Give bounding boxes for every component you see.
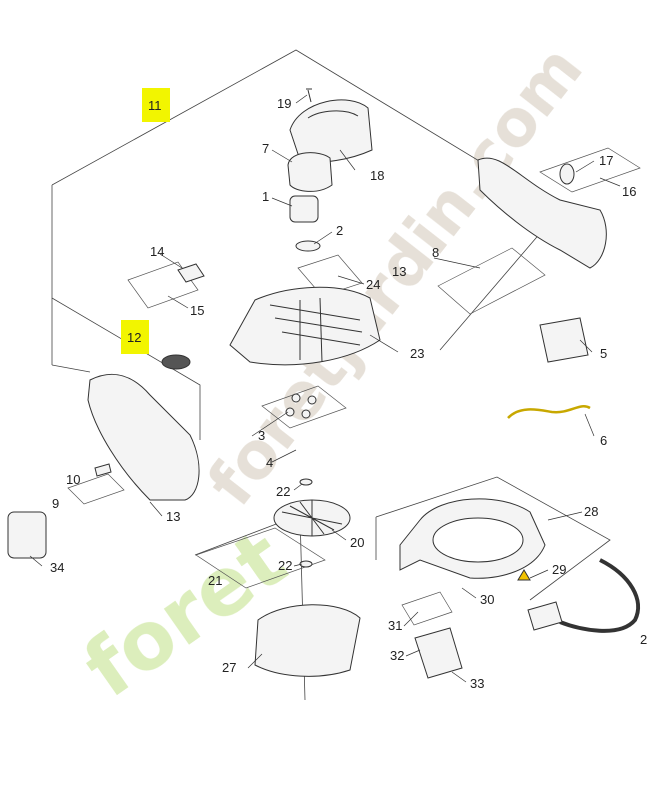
part-34-battery — [7, 511, 47, 559]
frame-11 — [51, 49, 561, 351]
callout-10: 10 — [66, 472, 80, 487]
callout-8: 8 — [432, 245, 439, 260]
part-3-dampers — [285, 393, 317, 419]
callout-6: 6 — [600, 433, 607, 448]
kit-frame-21 — [195, 527, 326, 589]
callout-29: 29 — [552, 562, 566, 577]
part-1-motor — [289, 195, 319, 223]
frame-28 — [375, 476, 611, 601]
callout-24: 24 — [366, 277, 380, 292]
part-19-screw — [306, 88, 312, 103]
callout-1: 1 — [262, 189, 269, 204]
callout-17: 17 — [599, 153, 613, 168]
part-12-badge — [161, 354, 191, 370]
kit-frame-3 — [261, 385, 347, 429]
part-6-cable — [507, 405, 591, 419]
part-16-handle-housing — [477, 157, 607, 269]
kit-frame-9-10 — [67, 473, 125, 505]
callout-23: 23 — [410, 346, 424, 361]
callout-18: 18 — [370, 168, 384, 183]
leader-lines — [29, 94, 621, 683]
callout-13a: 13 — [392, 264, 406, 279]
kit-frames — [67, 147, 641, 626]
kit-frame-8-13 — [437, 247, 546, 315]
callout-12: 12 — [127, 330, 141, 345]
part-22-washer-a — [299, 478, 313, 486]
callout-5: 5 — [600, 346, 607, 361]
callout-2: 2 — [336, 223, 343, 238]
callout-32: 32 — [390, 648, 404, 663]
part-2-ring — [295, 240, 321, 252]
callout-9: 9 — [52, 496, 59, 511]
callout-11: 11 — [148, 98, 162, 113]
frame-12 — [51, 297, 201, 440]
callout-2b: 2 — [640, 632, 647, 647]
kit-frame-16-17 — [539, 147, 641, 193]
part-10-latch — [94, 463, 112, 477]
part-23-housing-grid — [269, 297, 363, 363]
callout-19: 19 — [277, 96, 291, 111]
part-20-fan-blades — [281, 500, 343, 536]
callout-22a: 22 — [276, 484, 290, 499]
part-27-band — [254, 604, 361, 677]
callout-13b: 13 — [166, 509, 180, 524]
part-32-bracket — [414, 627, 463, 679]
callout-21: 21 — [208, 573, 222, 588]
callout-28: 28 — [584, 504, 598, 519]
kit-frame-31 — [401, 591, 453, 626]
part-14-switch — [177, 263, 205, 283]
part-28-scroll-inner — [432, 517, 524, 563]
callouts: 11 19 7 18 17 16 1 2 8 14 13 24 15 12 23… — [50, 96, 647, 691]
callout-34: 34 — [50, 560, 64, 575]
callout-14: 14 — [150, 244, 164, 259]
part-left-housing — [87, 373, 200, 501]
callout-7: 7 — [262, 141, 269, 156]
part-18-cover-inner — [307, 110, 359, 119]
callout-15: 15 — [190, 303, 204, 318]
part-29-warning-label — [517, 569, 531, 581]
callout-27: 27 — [222, 660, 236, 675]
part-7-motor-housing — [287, 152, 333, 192]
part-17-clip — [559, 163, 575, 185]
part-2-plug — [527, 601, 563, 631]
kit-frame-24 — [297, 254, 363, 297]
callout-31: 31 — [388, 618, 402, 633]
part-18-cover — [289, 99, 373, 163]
parts — [7, 88, 641, 679]
kit-frame-15 — [127, 261, 199, 309]
callout-4: 4 — [266, 455, 273, 470]
callout-16: 16 — [622, 184, 636, 199]
callout-20: 20 — [350, 535, 364, 550]
part-5-bracket — [539, 317, 589, 363]
highlight-11 — [142, 88, 170, 122]
part-2-power-cable — [559, 558, 641, 633]
callout-3: 3 — [258, 428, 265, 443]
callout-30: 30 — [480, 592, 494, 607]
highlight-12 — [121, 320, 149, 354]
part-23-main-housing — [229, 286, 381, 366]
part-22-washer-b — [299, 560, 313, 568]
callout-33: 33 — [470, 676, 484, 691]
callout-22b: 22 — [278, 558, 292, 573]
frame-12-bottom — [51, 364, 91, 373]
